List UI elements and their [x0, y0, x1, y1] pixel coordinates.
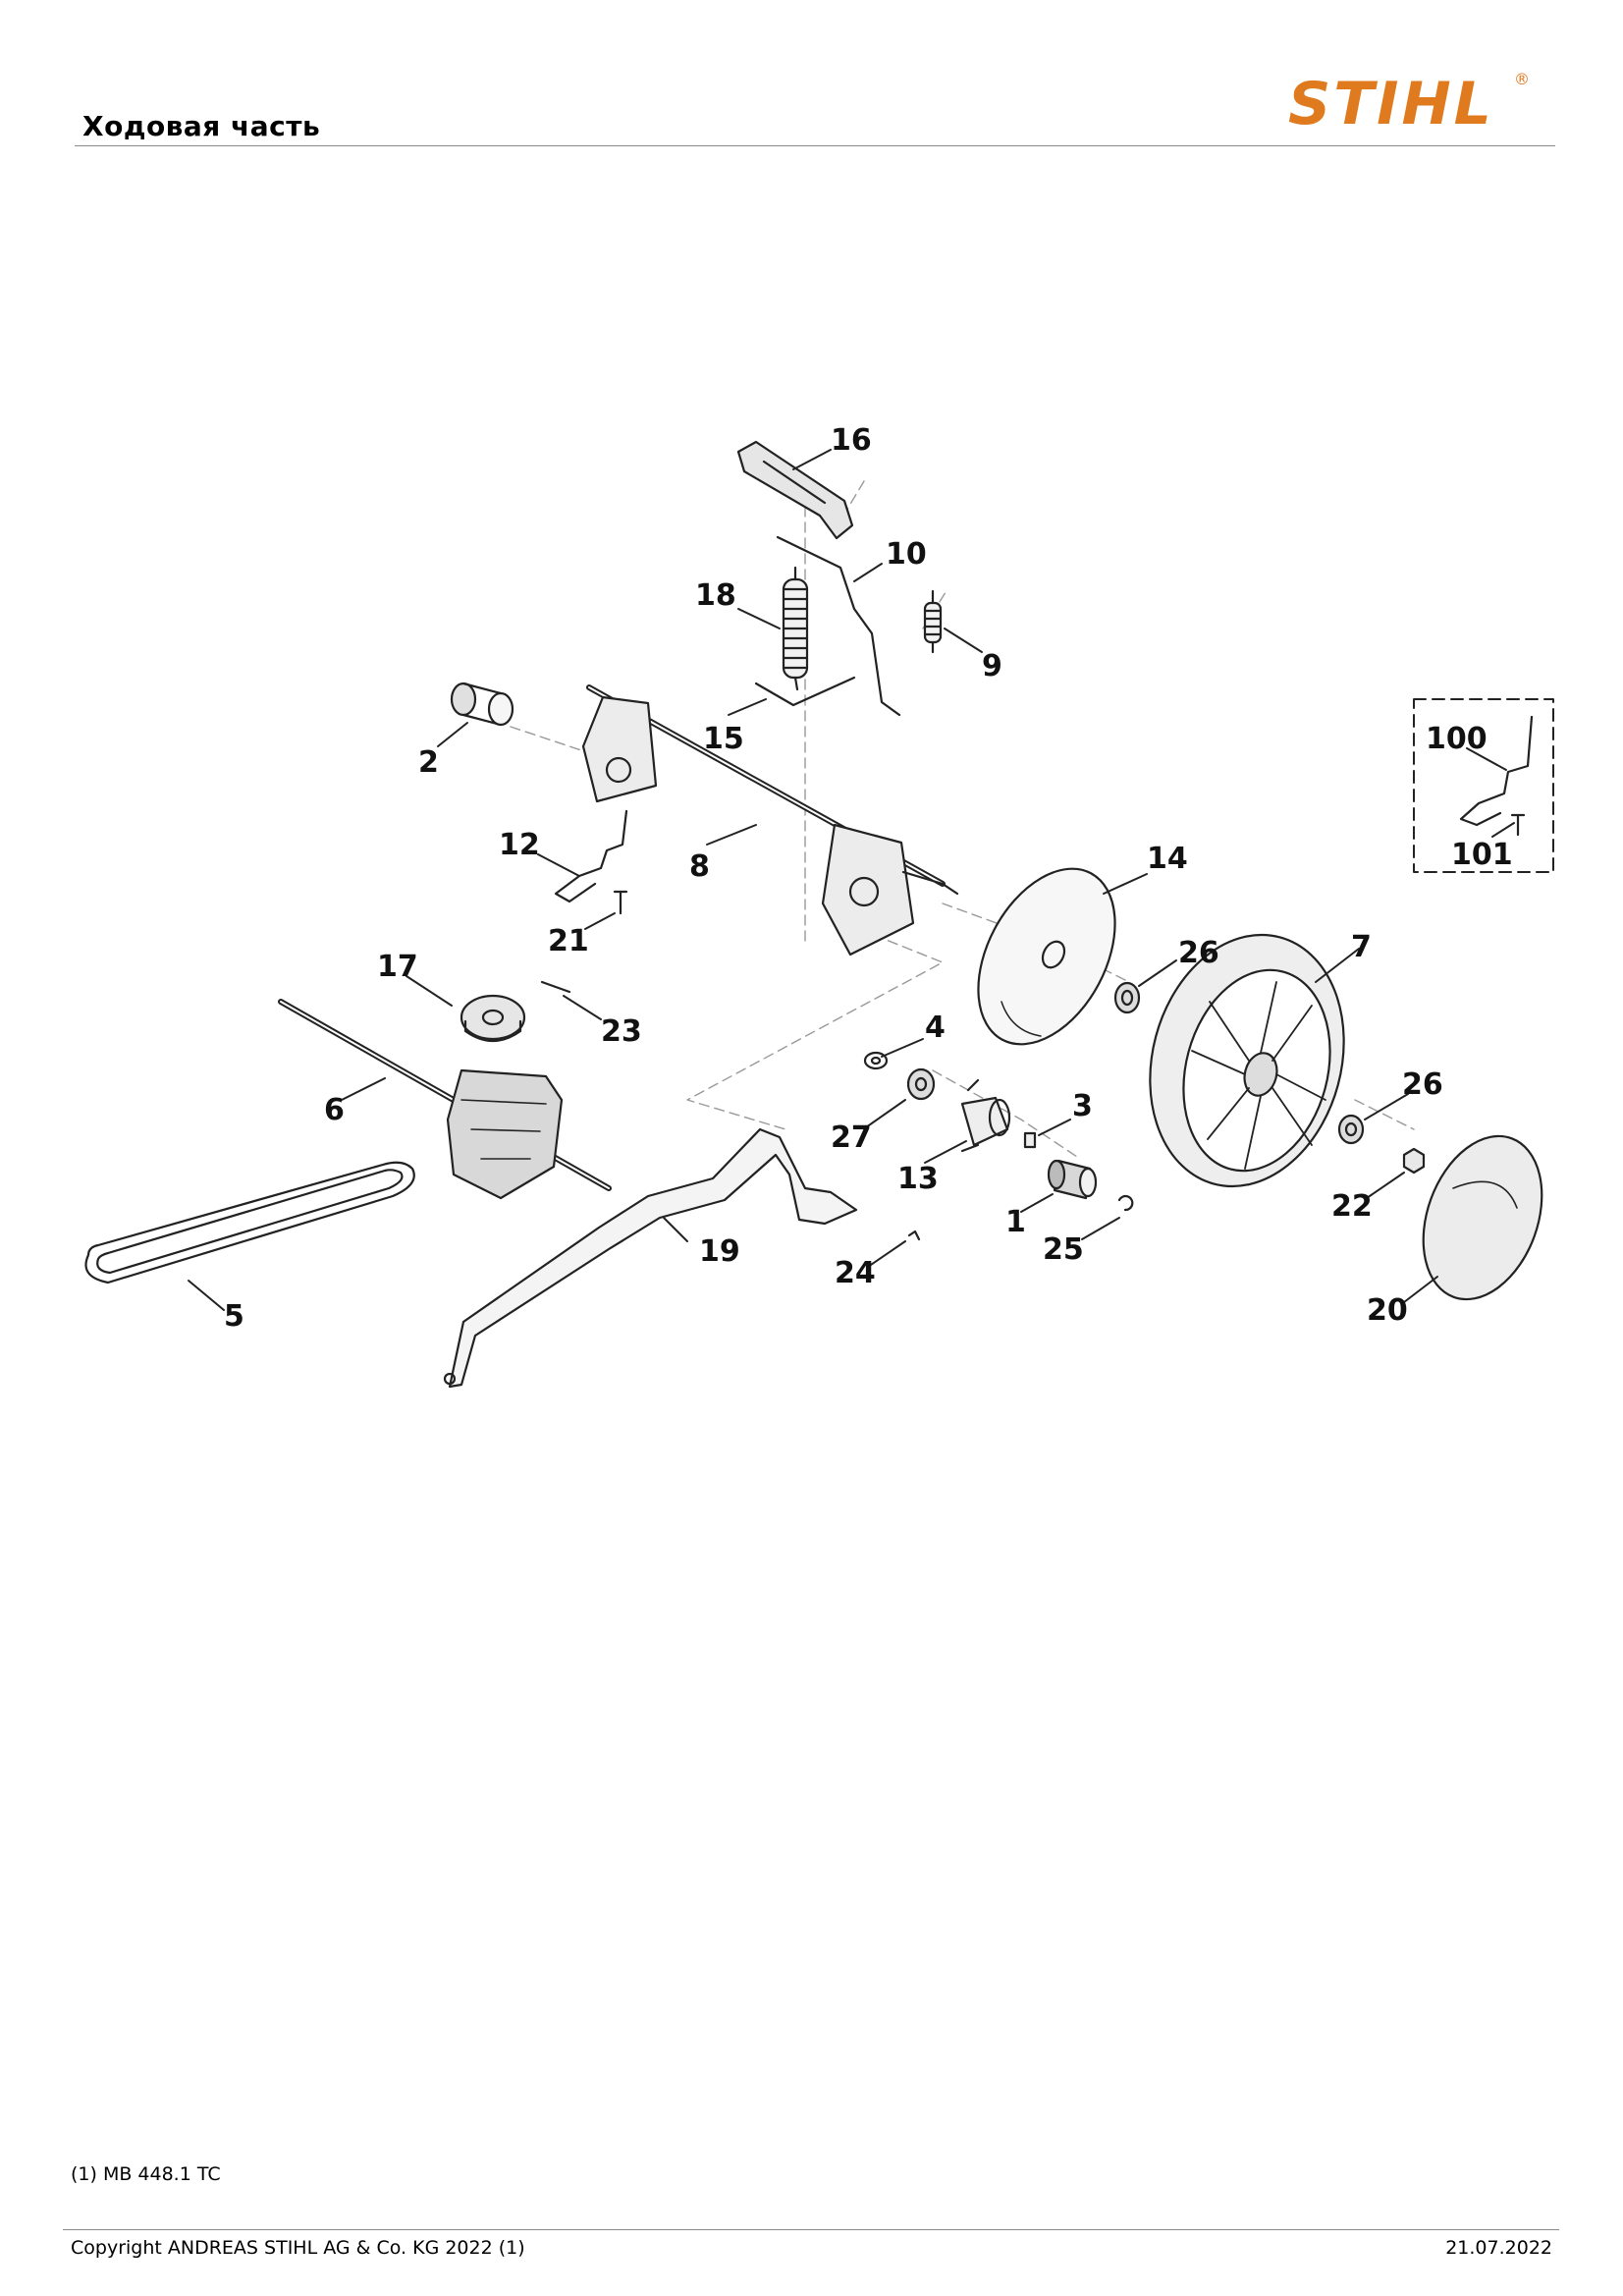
exploded-parts-diagram: 16 10 18 9 15 2 8 12 21 14 7 26 17 23 4 …	[84, 423, 1554, 1389]
part-pin	[540, 980, 571, 994]
part-small-clip	[907, 1230, 921, 1241]
part-bearing	[906, 1067, 936, 1101]
callout-15: 15	[703, 722, 744, 756]
callout-9: 9	[982, 649, 1002, 683]
leader-lines	[188, 449, 1515, 1311]
callout-16: 16	[831, 423, 872, 458]
part-pulley	[460, 994, 526, 1042]
callout-2: 2	[418, 745, 439, 780]
part-hub-cap	[1422, 1134, 1543, 1301]
part-screw	[613, 890, 628, 915]
callout-19: 19	[699, 1234, 740, 1269]
registered-mark: ®	[1514, 70, 1530, 88]
callout-4: 4	[925, 1011, 946, 1045]
part-tension-spring	[782, 566, 809, 691]
part-handle-lever	[736, 440, 854, 540]
callout-17: 17	[377, 950, 418, 984]
part-wheel	[1149, 933, 1345, 1188]
callout-5: 5	[224, 1299, 244, 1334]
model-note: (1) MB 448.1 TC	[71, 2163, 221, 2185]
callout-18: 18	[695, 578, 736, 613]
part-washer-top	[1113, 981, 1141, 1014]
part-clutch-housing	[960, 1078, 1011, 1153]
callout-25: 25	[1043, 1232, 1084, 1267]
callout-22: 22	[1331, 1189, 1373, 1224]
callout-7: 7	[1351, 930, 1372, 964]
callout-10: 10	[886, 537, 927, 572]
copyright-text: Copyright ANDREAS STIHL AG & Co. KG 2022…	[71, 2237, 525, 2259]
callout-12: 12	[499, 828, 540, 862]
callout-23: 23	[601, 1014, 642, 1049]
part-v-belt	[84, 1161, 415, 1285]
callout-100: 100	[1426, 722, 1488, 756]
part-washer-bottom	[1337, 1114, 1365, 1145]
detail-box-100-101	[1413, 698, 1554, 873]
part-wire-spring	[554, 809, 628, 903]
part-pinion-gear	[1047, 1159, 1098, 1200]
callout-26a: 26	[1178, 936, 1219, 970]
callout-13: 13	[897, 1162, 939, 1196]
part-circlip	[1117, 1194, 1134, 1212]
part-gearbox	[278, 999, 612, 1200]
page-title: Ходовая часть	[82, 110, 321, 142]
callout-27: 27	[831, 1121, 872, 1155]
callout-26b: 26	[1402, 1067, 1443, 1102]
callout-14: 14	[1147, 842, 1188, 876]
part-wheel-cover	[977, 867, 1116, 1046]
callout-20: 20	[1367, 1293, 1408, 1328]
callout-101: 101	[1451, 838, 1513, 872]
logo-text: STIHL	[1288, 70, 1494, 138]
part-key	[1023, 1131, 1037, 1149]
callout-labels: 16 10 18 9 15 2 8 12 21 14 7 26 17 23 4 …	[224, 423, 1513, 1334]
callout-21: 21	[548, 924, 589, 958]
part-drive-lever	[443, 1127, 858, 1389]
part-bushing	[450, 682, 514, 727]
header-divider	[75, 145, 1555, 146]
callout-6: 6	[324, 1093, 345, 1127]
footer-divider	[63, 2229, 1559, 2230]
part-small-spring	[923, 589, 943, 654]
part-wire-rod	[776, 535, 901, 717]
document-date: 21.07.2022	[1445, 2237, 1552, 2259]
part-wire-clip	[754, 676, 856, 707]
callout-3: 3	[1072, 1089, 1093, 1123]
stihl-logo: STIHL ®	[1282, 65, 1540, 139]
callout-1: 1	[1005, 1205, 1026, 1239]
callout-24: 24	[835, 1256, 876, 1290]
part-nut	[1402, 1147, 1426, 1175]
part-axle	[581, 684, 959, 957]
callout-8: 8	[689, 849, 710, 884]
